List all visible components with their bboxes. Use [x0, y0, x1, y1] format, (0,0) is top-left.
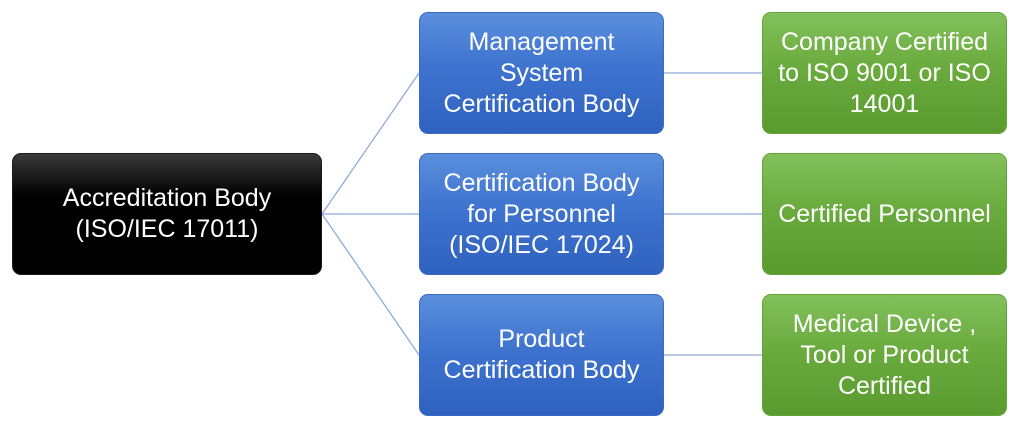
company-certified-node: Company Certified to ISO 9001 or ISO 140… [762, 12, 1007, 134]
product-certified-node: Medical Device , Tool or Product Certifi… [762, 294, 1007, 416]
certified-personnel-label: Certified Personnel [778, 199, 991, 228]
product-certification-body-label: Product Certification Body [443, 325, 640, 384]
management-system-certification-body-label: Management System Certification Body [443, 27, 640, 118]
company-certified-label: Company Certified to ISO 9001 or ISO 140… [778, 27, 991, 118]
product-certified-label: Medical Device , Tool or Product Certifi… [792, 309, 977, 400]
connector-root-to-product [321, 213, 420, 356]
personnel-certification-body-node: Certification Body for Personnel (ISO/IE… [419, 153, 664, 275]
accreditation-body-label: Accreditation Body (ISO/IEC 17011) [62, 184, 272, 243]
connector-root-to-management [321, 72, 420, 215]
certified-personnel-node: Certified Personnel [762, 153, 1007, 275]
management-system-certification-body-node: Management System Certification Body [419, 12, 664, 134]
product-certification-body-node: Product Certification Body [419, 294, 664, 416]
accreditation-body-node: Accreditation Body (ISO/IEC 17011) [12, 153, 322, 275]
personnel-certification-body-label: Certification Body for Personnel (ISO/IE… [443, 168, 640, 259]
